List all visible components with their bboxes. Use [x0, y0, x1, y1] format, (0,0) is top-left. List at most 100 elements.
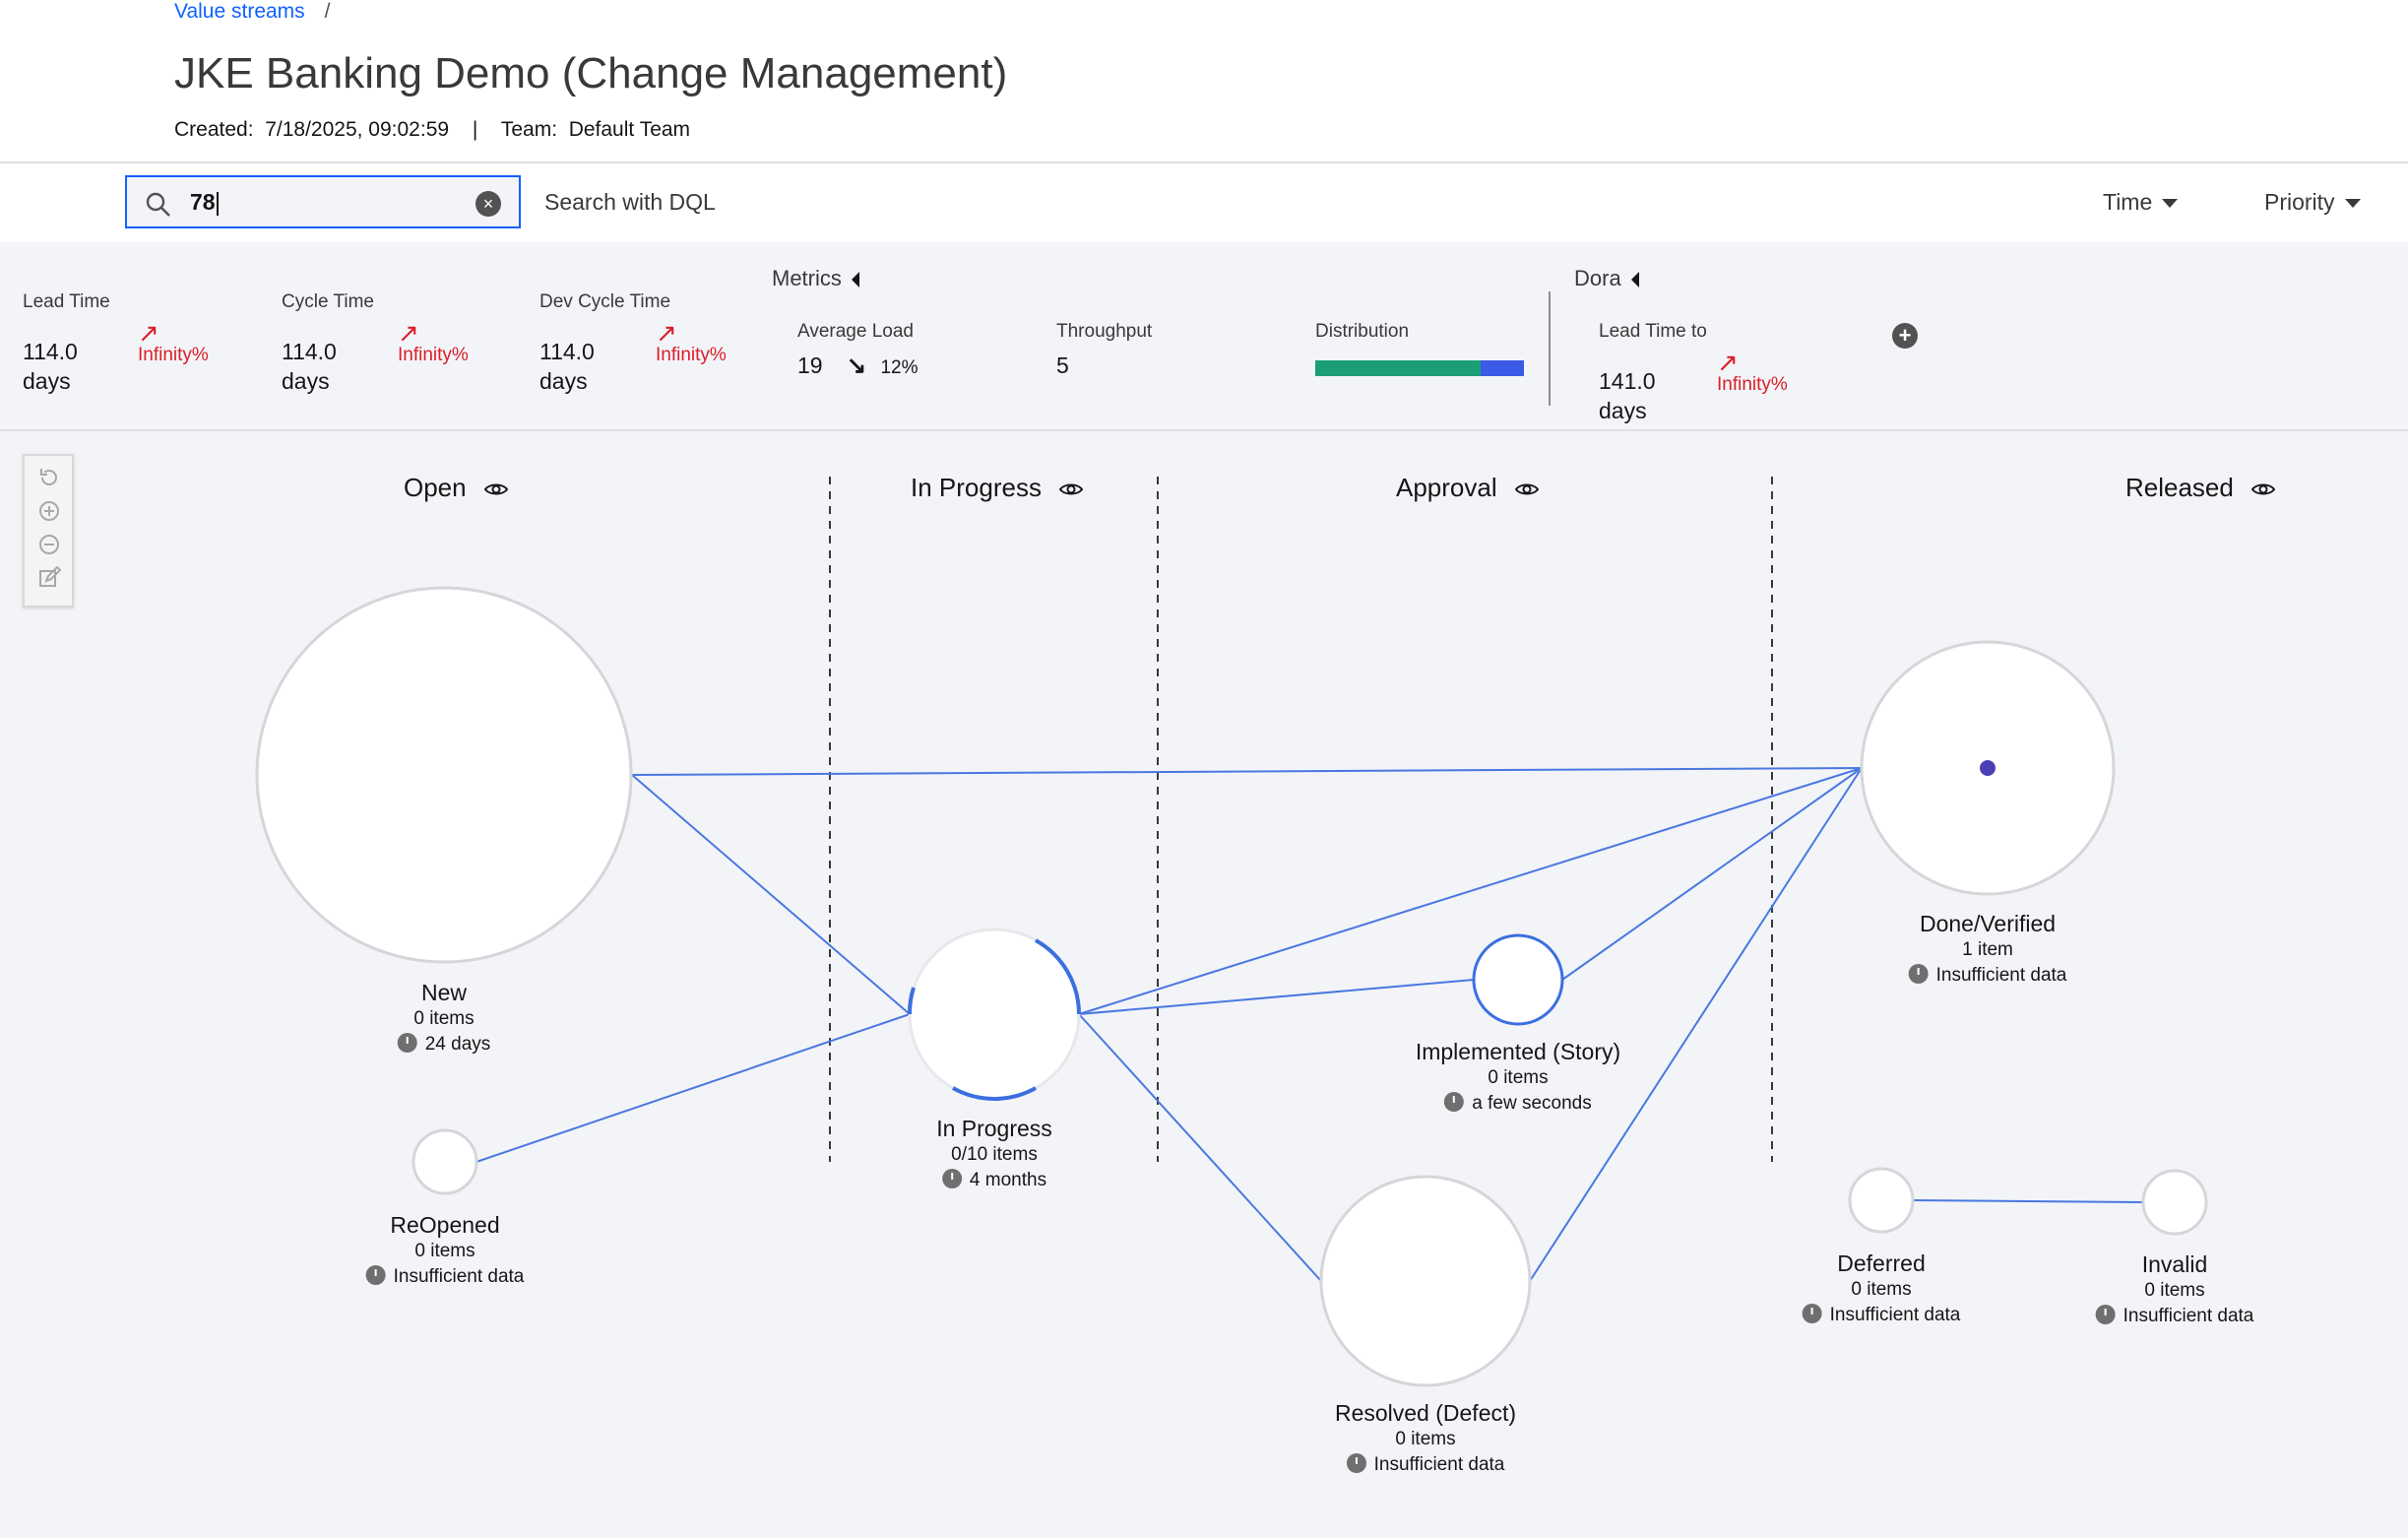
node-name: Implemented (Story)	[1415, 1039, 1621, 1064]
add-metric-button[interactable]: +	[1892, 323, 1918, 349]
edit-icon[interactable]	[37, 566, 61, 590]
team-value: Default Team	[568, 118, 691, 141]
priority-dropdown[interactable]: Priority	[2264, 189, 2361, 216]
node-name: In Progress	[936, 1116, 1052, 1141]
node-implemented[interactable]	[1472, 933, 1564, 1026]
node-time: Insufficient data	[1373, 1454, 1505, 1475]
node-invalid-label: Invalid 0 items Insufficient data	[2095, 1250, 2253, 1329]
node-in-progress-progress-arc	[952, 1086, 1037, 1101]
reset-view-icon[interactable]	[37, 466, 61, 489]
cycle-time-unit: days	[282, 368, 330, 394]
chevron-down-icon	[2344, 199, 2361, 209]
metrics-bar: Lead Time 114.0 days ↗ Infinity% Cycle T…	[0, 242, 2408, 431]
column-header-in-progress[interactable]: In Progress	[911, 473, 1084, 503]
node-count: 0 items	[2144, 1280, 2205, 1301]
column-header-approval[interactable]: Approval	[1396, 473, 1540, 503]
column-open-label: Open	[404, 473, 467, 502]
node-name: Resolved (Defect)	[1334, 1400, 1517, 1426]
edge-in-progress-done[interactable]	[1078, 767, 1863, 1015]
clock-icon	[1908, 964, 1929, 984]
cycle-time-label: Cycle Time	[282, 291, 374, 312]
dev-cycle-time-value: 114.0 days	[539, 337, 595, 396]
metrics-group-toggle[interactable]: Metrics	[772, 266, 859, 291]
lead-time-trend: ↗ Infinity%	[138, 318, 209, 366]
node-name: Done/Verified	[1919, 911, 2057, 936]
node-in-progress-progress-arc	[1035, 938, 1081, 1015]
node-count: 0 items	[1488, 1067, 1549, 1088]
value-stream-canvas[interactable]: Open In Progress Approval Released	[0, 433, 2408, 1538]
node-deferred-label: Deferred 0 items Insufficient data	[1802, 1250, 1961, 1328]
eye-icon[interactable]	[1514, 481, 1540, 498]
node-reopened-label: ReOpened 0 items Insufficient data	[365, 1211, 525, 1290]
eye-icon[interactable]	[1058, 481, 1084, 498]
edge-reopened-in-progress[interactable]	[475, 1013, 911, 1163]
node-deferred[interactable]	[1848, 1167, 1915, 1234]
zoom-in-icon[interactable]	[37, 499, 61, 523]
edge-resolved-done[interactable]	[1529, 767, 1863, 1282]
edge-new-done[interactable]	[631, 767, 1863, 776]
breadcrumb-separator: /	[324, 0, 331, 23]
column-header-released[interactable]: Released	[2125, 473, 2276, 503]
edge-new-in-progress[interactable]	[631, 774, 911, 1015]
column-header-open[interactable]: Open	[404, 473, 509, 503]
clock-icon	[2095, 1305, 2116, 1324]
edge-in-progress-implemented[interactable]	[1078, 979, 1475, 1015]
node-resolved[interactable]	[1319, 1175, 1532, 1387]
node-done-label: Done/Verified 1 item Insufficient data	[1908, 910, 2067, 989]
eye-icon[interactable]	[2250, 481, 2276, 498]
throughput-value: 5	[1056, 352, 1069, 378]
edge-implemented-done[interactable]	[1561, 767, 1863, 981]
distribution-segment-1	[1315, 360, 1481, 376]
work-item-dot[interactable]	[1980, 760, 1996, 776]
node-time: Insufficient data	[393, 1266, 525, 1287]
time-dropdown[interactable]: Time	[2103, 189, 2179, 216]
metrics-group-label: Metrics	[772, 266, 842, 290]
zoom-out-icon[interactable]	[37, 533, 61, 556]
column-approval-label: Approval	[1396, 473, 1497, 502]
lead-time-to-number: 141.0	[1599, 368, 1656, 394]
column-released-label: Released	[2125, 473, 2234, 502]
zoom-controls	[23, 454, 74, 608]
dev-cycle-time-trend: ↗ Infinity%	[656, 318, 727, 366]
search-with-dql-link[interactable]: Search with DQL	[544, 189, 716, 215]
lead-time-unit: days	[23, 368, 71, 394]
lead-time-number: 114.0	[23, 339, 78, 364]
dev-cycle-time-number: 114.0	[539, 339, 595, 364]
node-in-progress-progress-arc	[907, 987, 916, 1015]
search-value[interactable]: 78	[190, 189, 216, 215]
arrow-up-right-icon: ↗	[656, 318, 677, 348]
node-new[interactable]	[255, 586, 633, 964]
chevron-down-icon	[2162, 199, 2179, 209]
node-invalid[interactable]	[2141, 1169, 2208, 1236]
search-icon	[145, 191, 172, 224]
cycle-time-trend-value: Infinity%	[398, 345, 469, 365]
node-name: New	[420, 980, 468, 1005]
dora-group-toggle[interactable]: Dora	[1574, 266, 1639, 291]
node-count: 0/10 items	[951, 1144, 1038, 1165]
node-reopened[interactable]	[412, 1128, 478, 1195]
lead-time-trend-value: Infinity%	[138, 345, 209, 365]
cycle-time-trend: ↗ Infinity%	[398, 320, 469, 366]
clock-icon	[1444, 1092, 1465, 1112]
node-time: Insufficient data	[1829, 1305, 1961, 1325]
node-count: 0 items	[413, 1008, 475, 1029]
meta-divider: |	[472, 118, 478, 141]
value-stream-graph	[255, 477, 2208, 1387]
throughput-label: Throughput	[1056, 321, 1153, 342]
search-input[interactable]: 78 ×	[125, 175, 521, 228]
node-time: 4 months	[969, 1170, 1047, 1190]
node-count: 1 item	[1962, 939, 2013, 960]
edge-deferred-invalid[interactable]	[1912, 1199, 2144, 1203]
arrow-up-right-icon: ↗	[138, 318, 159, 348]
group-divider	[1549, 291, 1551, 406]
clock-icon	[397, 1033, 417, 1053]
breadcrumb-value-streams-link[interactable]: Value streams	[174, 0, 305, 23]
clock-icon	[365, 1265, 386, 1285]
eye-icon[interactable]	[483, 481, 509, 498]
lead-time-to-trend-value: Infinity%	[1717, 374, 1788, 395]
edge-in-progress-resolved[interactable]	[1078, 1013, 1322, 1282]
filter-toolbar: 78 × Search with DQL Time Priority	[0, 163, 2408, 242]
node-time: Insufficient data	[1935, 965, 2067, 986]
lead-time-to-label: Lead Time to	[1599, 321, 1707, 342]
clear-search-icon[interactable]: ×	[475, 191, 501, 217]
